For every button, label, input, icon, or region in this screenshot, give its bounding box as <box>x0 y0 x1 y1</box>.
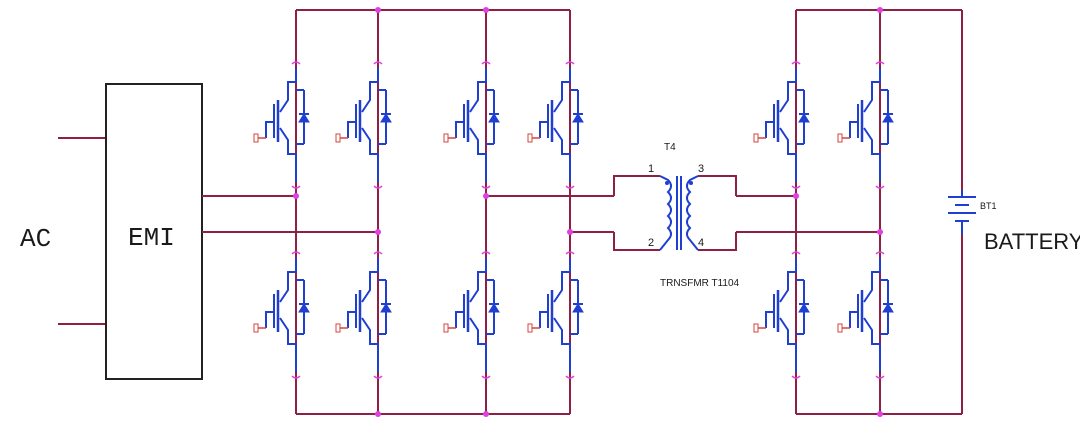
junction-node <box>483 193 489 199</box>
igbt-switch <box>837 61 894 189</box>
battery-name-label: BATTERY <box>984 229 1080 254</box>
transformer-ref-label: T4 <box>664 142 676 153</box>
emi-label: EMI <box>128 223 175 253</box>
junction-node <box>375 7 381 13</box>
igbt-switches <box>253 61 894 379</box>
igbt-switch <box>837 251 894 379</box>
junction-node <box>483 411 489 417</box>
secondary-coil <box>686 175 699 251</box>
primary-legs <box>295 10 571 414</box>
junction-node <box>567 229 573 235</box>
igbt-switch <box>335 251 392 379</box>
secondary-legs <box>795 10 881 414</box>
igbt-switch <box>253 61 310 189</box>
junction-node <box>877 7 883 13</box>
igbt-switch <box>253 251 310 379</box>
junction-nodes <box>293 7 883 417</box>
battery-symbol <box>948 190 976 234</box>
igbt-switch <box>527 251 584 379</box>
transformer-pin-1: 1 <box>648 163 654 175</box>
igbt-switch <box>443 251 500 379</box>
junction-node <box>483 7 489 13</box>
ac-label: AC <box>20 224 51 254</box>
transformer-pin-3: 3 <box>698 163 704 175</box>
junction-node <box>375 229 381 235</box>
junction-node <box>877 411 883 417</box>
igbt-switch <box>753 61 810 189</box>
transformer-pin-4: 4 <box>698 237 704 249</box>
transformer <box>613 175 737 251</box>
igbt-switch <box>443 61 500 189</box>
primary-coil <box>659 175 672 251</box>
junction-node <box>793 193 799 199</box>
junction-node <box>877 229 883 235</box>
igbt-switch <box>753 251 810 379</box>
transformer-pin-2: 2 <box>648 237 654 249</box>
igbt-switch <box>527 61 584 189</box>
transformer-name-label: TRNSFMR T1104 <box>660 278 740 289</box>
junction-node <box>293 193 299 199</box>
igbt-switch <box>335 61 392 189</box>
junction-node <box>375 411 381 417</box>
battery-ref-label: BT1 <box>980 201 997 211</box>
